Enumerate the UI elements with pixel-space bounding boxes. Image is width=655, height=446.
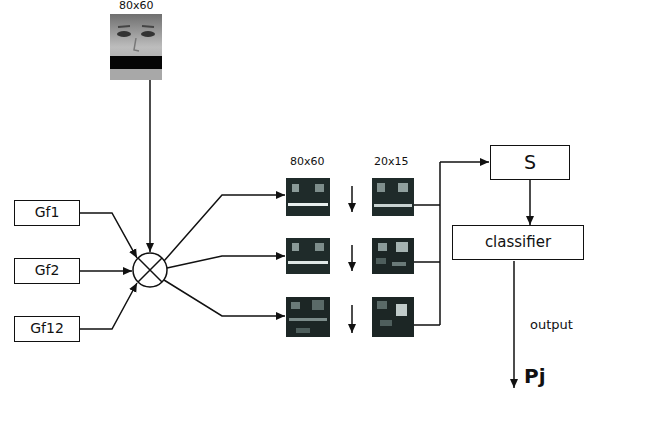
downsample-arrow — [351, 186, 353, 212]
size-label: 80x60 — [119, 0, 154, 12]
feature-map — [286, 178, 330, 216]
feature-map — [286, 297, 330, 337]
filter-box: Gf2 — [14, 258, 80, 284]
feature-bus — [414, 162, 440, 325]
response-wire — [167, 256, 285, 268]
box-text: S — [524, 152, 536, 173]
size-label: 20x15 — [374, 156, 409, 168]
filter-wire — [80, 213, 137, 258]
downsample-arrow — [351, 305, 353, 333]
output-symbol: Pj — [524, 365, 546, 387]
filter-wire — [80, 283, 137, 329]
box-text: Gf2 — [35, 263, 60, 278]
feature-map — [372, 238, 414, 274]
input-arrow — [149, 80, 151, 252]
size-label: 80x60 — [290, 156, 325, 168]
output-label: output — [530, 318, 573, 332]
box-text: Gf1 — [35, 205, 60, 220]
feature-map — [372, 178, 414, 216]
process-box: classifier — [452, 225, 584, 260]
filter-box: Gf1 — [14, 200, 80, 226]
feature-map — [372, 297, 414, 337]
face-image — [110, 14, 162, 80]
response-wire — [164, 280, 285, 316]
flow-arrow — [529, 180, 531, 225]
multiplier-symbol — [133, 253, 167, 287]
box-text: Gf12 — [30, 321, 64, 336]
filter-wire — [80, 270, 132, 272]
downsample-arrow — [351, 245, 353, 271]
bus-arrow — [440, 161, 489, 163]
response-wire — [164, 195, 285, 261]
process-box: S — [490, 145, 570, 180]
box-text: classifier — [485, 234, 551, 251]
filter-box: Gf12 — [14, 316, 80, 342]
feature-map — [286, 238, 330, 274]
output-arrow — [513, 261, 515, 388]
